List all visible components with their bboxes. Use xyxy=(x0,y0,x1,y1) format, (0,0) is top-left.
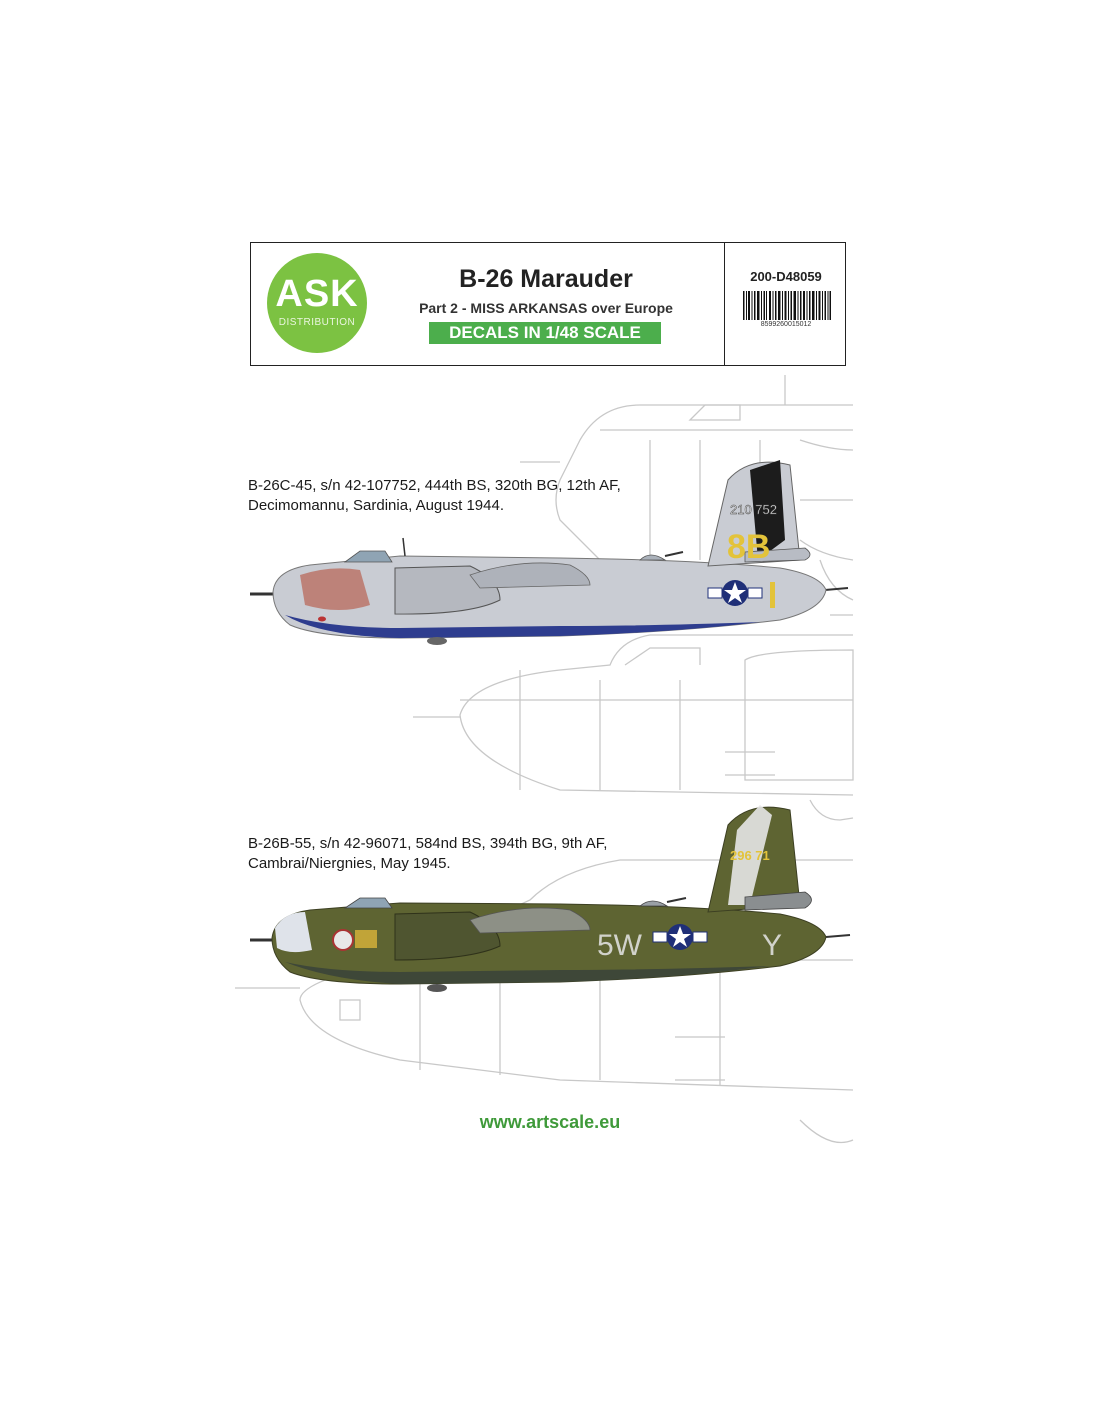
barcode-icon xyxy=(743,291,831,320)
profile-1-caption-line2: Decimomannu, Sardinia, August 1944. xyxy=(248,497,504,514)
ask-logo: ASK DISTRIBUTION xyxy=(267,253,367,353)
side-letter-2: Y xyxy=(762,929,782,962)
website-link[interactable]: www.artscale.eu xyxy=(479,1112,621,1132)
product-title: B-26 Marauder xyxy=(459,265,633,293)
logo-brand: ASK xyxy=(275,273,359,315)
scale-badge: DECALS IN 1/48 SCALE xyxy=(429,322,661,344)
profile-1-caption: B-26C-45, s/n 42-107752, 444th BS, 320th… xyxy=(248,476,621,516)
profile-1-caption-line1: B-26C-45, s/n 42-107752, 444th BS, 320th… xyxy=(248,477,621,494)
product-subtitle: Part 2 - MISS ARKANSAS over Europe xyxy=(419,300,673,316)
aircraft-profile-1: 8B 210 752 xyxy=(250,460,849,645)
header-divider xyxy=(724,243,725,365)
product-code: 200-D48059 xyxy=(750,269,822,284)
side-code-2: 5W xyxy=(597,929,643,962)
aircraft-profile-2: 296 71 5W Y xyxy=(250,805,851,992)
barcode-number: 8599260015012 xyxy=(760,321,812,328)
header-box: ASK DISTRIBUTION B-26 Marauder Part 2 - … xyxy=(250,242,846,366)
logo-brand-sub: DISTRIBUTION xyxy=(278,317,356,328)
profile-2-caption-line2: Cambrai/Niergnies, May 1945. xyxy=(248,855,451,872)
tail-number-2: 296 71 xyxy=(730,848,770,863)
tail-number-1: 210 752 xyxy=(730,502,777,517)
profile-2-caption-line1: B-26B-55, s/n 42-96071, 584nd BS, 394th … xyxy=(248,835,608,852)
tail-code-1: 8B xyxy=(727,528,770,566)
profile-2-caption: B-26B-55, s/n 42-96071, 584nd BS, 394th … xyxy=(248,834,607,874)
scale-outline-drawing-2 xyxy=(413,634,854,821)
